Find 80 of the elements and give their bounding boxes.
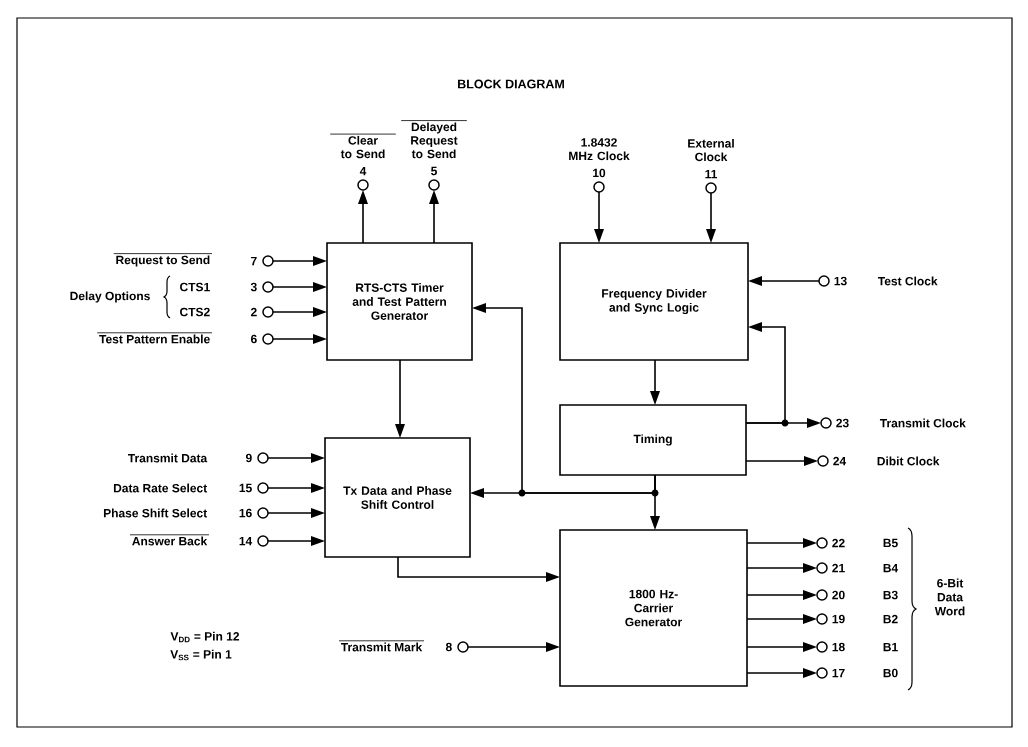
pin-number: 16 [239,508,252,518]
pin-number: 24 [833,456,847,466]
signal-name: CTS2 [180,307,210,317]
arrow [746,668,817,678]
arrow [746,614,817,624]
arrow [745,322,786,424]
pin-number: 22 [832,538,845,548]
block-box: RTS-CTS Timer and Test Pattern Generator [326,242,473,361]
label: V$_{SS}$ = Pin 1 [170,649,232,661]
pin-number: 18 [832,642,845,652]
arrow [267,536,325,546]
arrow [267,453,325,463]
signal-name: B4 [883,563,899,573]
pin-number: 9 [245,453,252,463]
signal-name: Answer Back [129,534,210,546]
pin-number: 3 [250,282,257,292]
arrow [746,642,817,652]
pin-number: 23 [836,418,849,428]
pin-number: 5 [431,166,437,176]
arrow [272,282,327,292]
signal-name: Clear to Send [329,133,397,159]
pin-number: 11 [705,169,717,179]
block-box: Timing [559,404,747,476]
arrow [748,276,820,286]
pin-number: 14 [239,536,253,546]
signal-name: Test Pattern Enable [96,332,213,344]
arrow [706,192,716,243]
arrow [272,256,327,266]
pin-number: 4 [359,166,367,176]
signal-name: CTS1 [180,282,210,292]
signal-name: B5 [883,538,898,548]
arrow [267,483,325,493]
block-box: Frequency Divider and Sync Logic [559,242,749,361]
pin-number: 19 [832,614,845,624]
arrow [746,563,817,573]
signal-name: B2 [883,614,898,624]
pin-number: 2 [250,307,257,317]
arrow [397,556,560,582]
block-box: Tx Data and Phase Shift Control [324,437,471,558]
signal-name: B1 [883,642,898,652]
arrow [358,190,368,244]
block-box: 1800 Hz- Carrier Generator [559,529,748,687]
title: BLOCK DIAGRAM [458,79,564,89]
label: Delay Options [70,291,150,303]
signal-name: External Clock [688,138,734,162]
arrow [746,538,817,548]
pin-number: 20 [832,590,845,600]
pin-number: 10 [593,168,606,178]
arrow [594,191,604,243]
label: 6-Bit Data Word [934,578,965,616]
signal-name: Request to Send [113,253,213,267]
label: V$_{DD}$ = Pin 12 [170,631,240,643]
signal-name: Phase Shift Select [103,508,208,518]
signal-name: Test Clock [877,276,938,286]
signal-name: B3 [883,590,898,600]
arrow [472,303,656,494]
signal-name: B0 [883,668,898,678]
arrow [746,590,817,600]
pin-number: 17 [832,668,845,678]
signal-name: Transmit Clock [879,418,966,428]
arrow [429,190,439,244]
pin-number: 6 [250,334,257,344]
arrow [267,508,325,518]
pin-number: 8 [445,642,452,652]
signal-name: Transmit Data [128,453,208,463]
pin-number: 21 [832,563,845,573]
signal-name: 1.8432 MHz Clock [569,138,630,161]
pin-number: 7 [251,256,257,266]
signal-name: Transmit Mark [338,640,425,652]
pin-number: 13 [834,276,847,286]
signal-name: Delayed Request to Send [400,120,468,159]
arrow [272,334,327,344]
signal-name: Dibit Clock [877,456,940,466]
pin-number: 15 [239,483,252,493]
arrow [272,307,327,317]
arrow [745,456,818,466]
signal-name: Data Rate Select [113,483,208,493]
arrow [650,359,660,405]
arrow [395,359,405,438]
arrow [467,642,560,652]
